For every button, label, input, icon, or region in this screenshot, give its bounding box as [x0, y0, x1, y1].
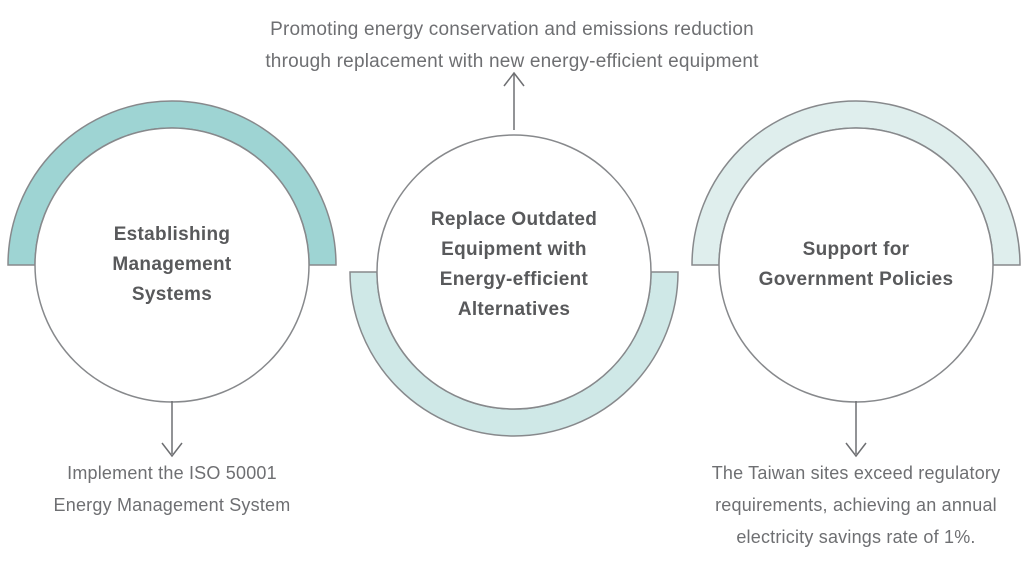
- bottom-left-annotation: Implement the ISO 50001 Energy Managemen…: [53, 463, 291, 515]
- ring-item-replace-outdated-equipment: Replace Outdated Equipment with Energy-e…: [344, 102, 684, 442]
- ring-title: Establishing Management Systems: [112, 224, 232, 305]
- ring-title: Replace Outdated Equipment with Energy-e…: [430, 209, 598, 320]
- ring-graphic: [691, 100, 1021, 403]
- ring-graphic: [349, 134, 679, 437]
- arrow-down-icon: [161, 401, 183, 458]
- ring-item-establishing-management-systems: Establishing Management Systems: [2, 95, 342, 435]
- top-annotation: Promoting energy conservation and emissi…: [265, 19, 759, 72]
- bottom-right-annotation: The Taiwan sites exceed regulatory requi…: [711, 463, 1001, 547]
- ring-title: Support for Government Policies: [758, 239, 954, 290]
- ring-graphic: [7, 100, 337, 403]
- ring-circle: [376, 134, 652, 410]
- ring-item-support-for-government-policies: Support for Government Policies: [686, 95, 1024, 435]
- arrow-up-icon: [503, 71, 525, 130]
- arrow-down-icon: [845, 401, 867, 458]
